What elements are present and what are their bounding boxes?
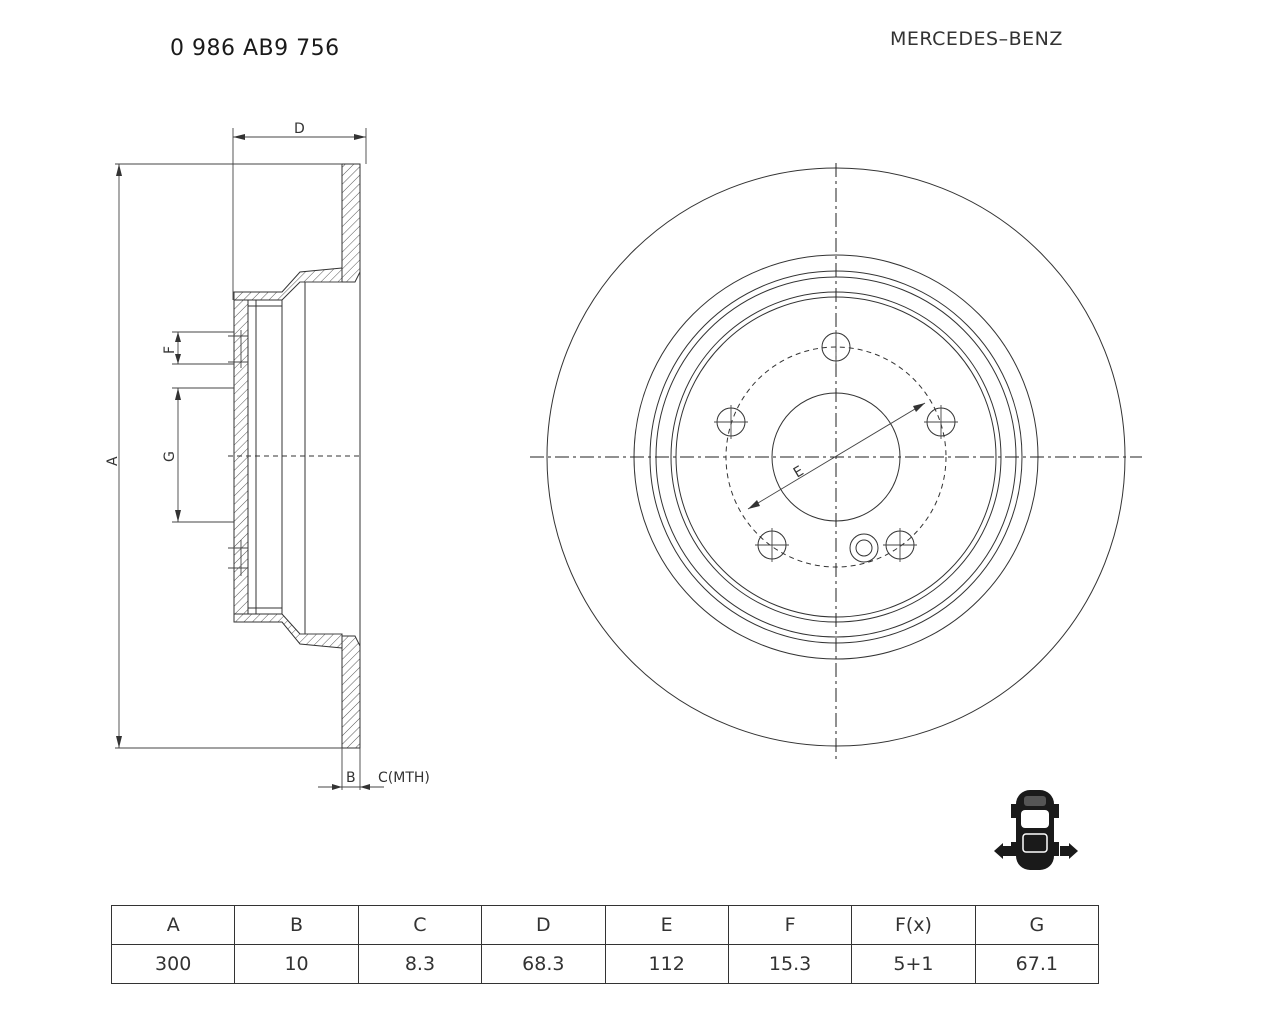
part-number: 0 986 AB9 756 <box>170 36 340 61</box>
spec-table: A B C D E F F(x) G 300 10 8.3 68.3 112 1… <box>110 905 1100 984</box>
bolt-holes <box>714 330 958 563</box>
spec-header-cell: D <box>481 905 606 945</box>
car-rear-axle-icon <box>994 790 1078 870</box>
spec-header-cell: A <box>110 905 236 945</box>
spec-header-cell: E <box>604 905 729 945</box>
hat-lower-wall <box>233 613 343 649</box>
spec-value-cell: 15.3 <box>727 944 853 984</box>
dim-label-d: D <box>294 121 305 137</box>
spec-value-cell: 67.1 <box>974 944 1100 984</box>
spec-value-cell: 10 <box>234 944 359 984</box>
dim-label-e: E <box>791 463 807 481</box>
dim-label-c: C(MTH) <box>378 770 430 786</box>
spec-value-cell: 8.3 <box>357 944 483 984</box>
front-view: E <box>530 163 1142 763</box>
spec-value-cell: 300 <box>110 944 236 984</box>
dim-label-g: G <box>162 451 178 462</box>
spec-value-cell: 5+1 <box>851 944 976 984</box>
spec-header-cell: G <box>974 905 1100 945</box>
side-section-view: A D F G B C(MTH) <box>105 121 430 790</box>
hat-upper-wall <box>233 267 343 301</box>
spec-header-cell: B <box>234 905 359 945</box>
dim-label-f: F <box>162 346 178 354</box>
spec-header-cell: F(x) <box>851 905 976 945</box>
spec-header-row: A B C D E F F(x) G <box>110 905 1100 945</box>
disc-section-upper <box>341 163 361 283</box>
spec-value-row: 300 10 8.3 68.3 112 15.3 5+1 67.1 <box>110 944 1100 984</box>
dim-label-a: A <box>105 456 121 466</box>
dim-label-b: B <box>346 770 356 786</box>
spec-header-cell: C <box>357 905 483 945</box>
spec-header-cell: F <box>727 905 853 945</box>
hub-face <box>233 299 249 615</box>
brand-name: MERCEDES–BENZ <box>890 28 1063 50</box>
disc-section-lower <box>341 635 361 749</box>
spec-value-cell: 112 <box>604 944 729 984</box>
spec-value-cell: 68.3 <box>481 944 606 984</box>
